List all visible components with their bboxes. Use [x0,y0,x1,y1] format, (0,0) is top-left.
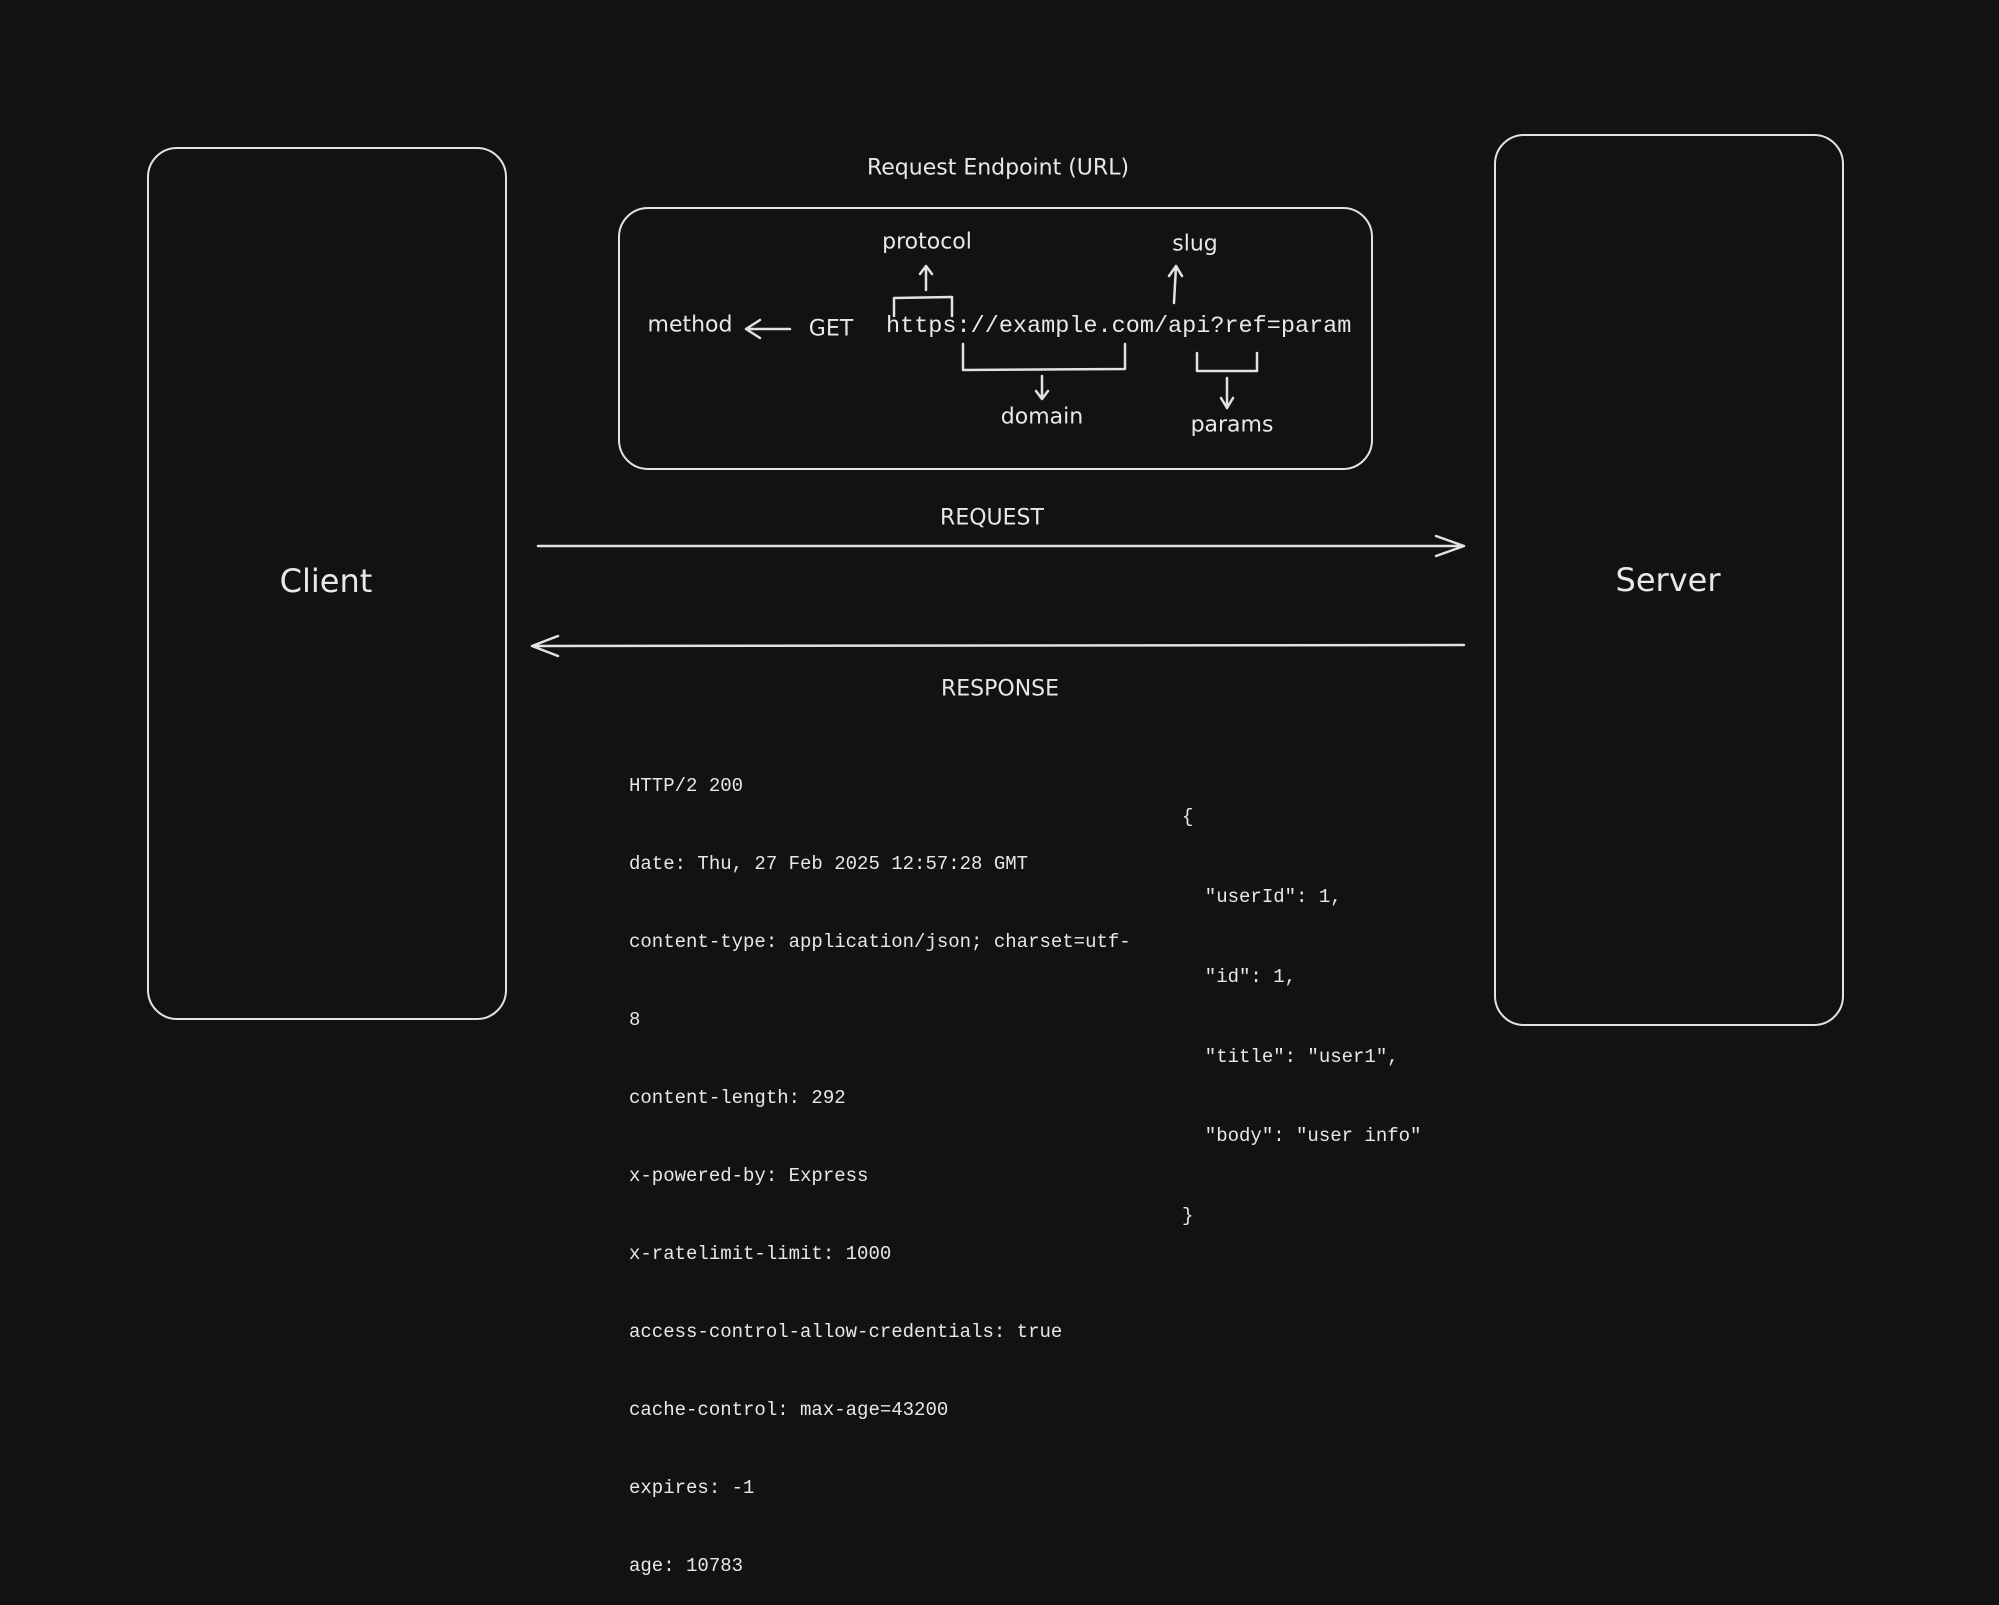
connectors [530,264,1466,658]
domain-label: domain [1000,404,1084,430]
header-line: HTTP/2 200 [629,775,744,797]
request-label: REQUEST [940,505,1044,531]
server-box [1494,134,1844,1026]
body-line: "userId": 1, [1182,885,1342,908]
body-line: } [1182,1205,1194,1228]
header-line: cache-control: max-age=43200 [629,1399,949,1421]
header-line: 8 [629,1009,641,1031]
domain-bracket [961,342,1127,401]
body-line: "body": "user info" [1182,1125,1422,1148]
endpoint-box [618,207,1373,470]
endpoint-title: Request Endpoint (URL) [866,155,1130,181]
request-arrow-icon [536,534,1466,558]
client-label: Client [279,562,373,600]
url-text: https://example.com/api?ref=param [886,313,1352,340]
params-label: params [1190,412,1274,438]
header-line: content-length: 292 [629,1087,846,1109]
header-line: content-type: application/json; charset=… [629,931,1131,953]
method-label: method [647,312,733,338]
header-line: age: 10783 [629,1555,744,1577]
method-value: GET [808,316,854,342]
slug-arrow-icon [1167,264,1184,305]
slug-label: slug [1172,231,1218,257]
method-arrow-icon [744,318,792,340]
protocol-bracket [892,264,954,318]
response-headers: HTTP/2 200 date: Thu, 27 Feb 2025 12:57:… [629,721,1131,1605]
response-arrow-icon [530,634,1466,658]
header-line: x-powered-by: Express [629,1165,869,1187]
header-line: expires: -1 [629,1477,755,1499]
header-line: access-control-allow-credentials: true [629,1321,1063,1343]
body-line: "title": "user1", [1182,1045,1399,1068]
response-label: RESPONSE [940,676,1060,702]
header-line: x-ratelimit-limit: 1000 [629,1243,892,1265]
server-label: Server [1615,561,1721,599]
body-line: "id": 1, [1182,965,1297,988]
params-bracket [1195,351,1259,410]
response-body: { "userId": 1, "id": 1, "title": "user1"… [1182,751,1421,1256]
body-line: { [1182,806,1194,829]
header-line: date: Thu, 27 Feb 2025 12:57:28 GMT [629,853,1029,875]
client-box [147,147,507,1020]
protocol-label: protocol [882,229,972,255]
